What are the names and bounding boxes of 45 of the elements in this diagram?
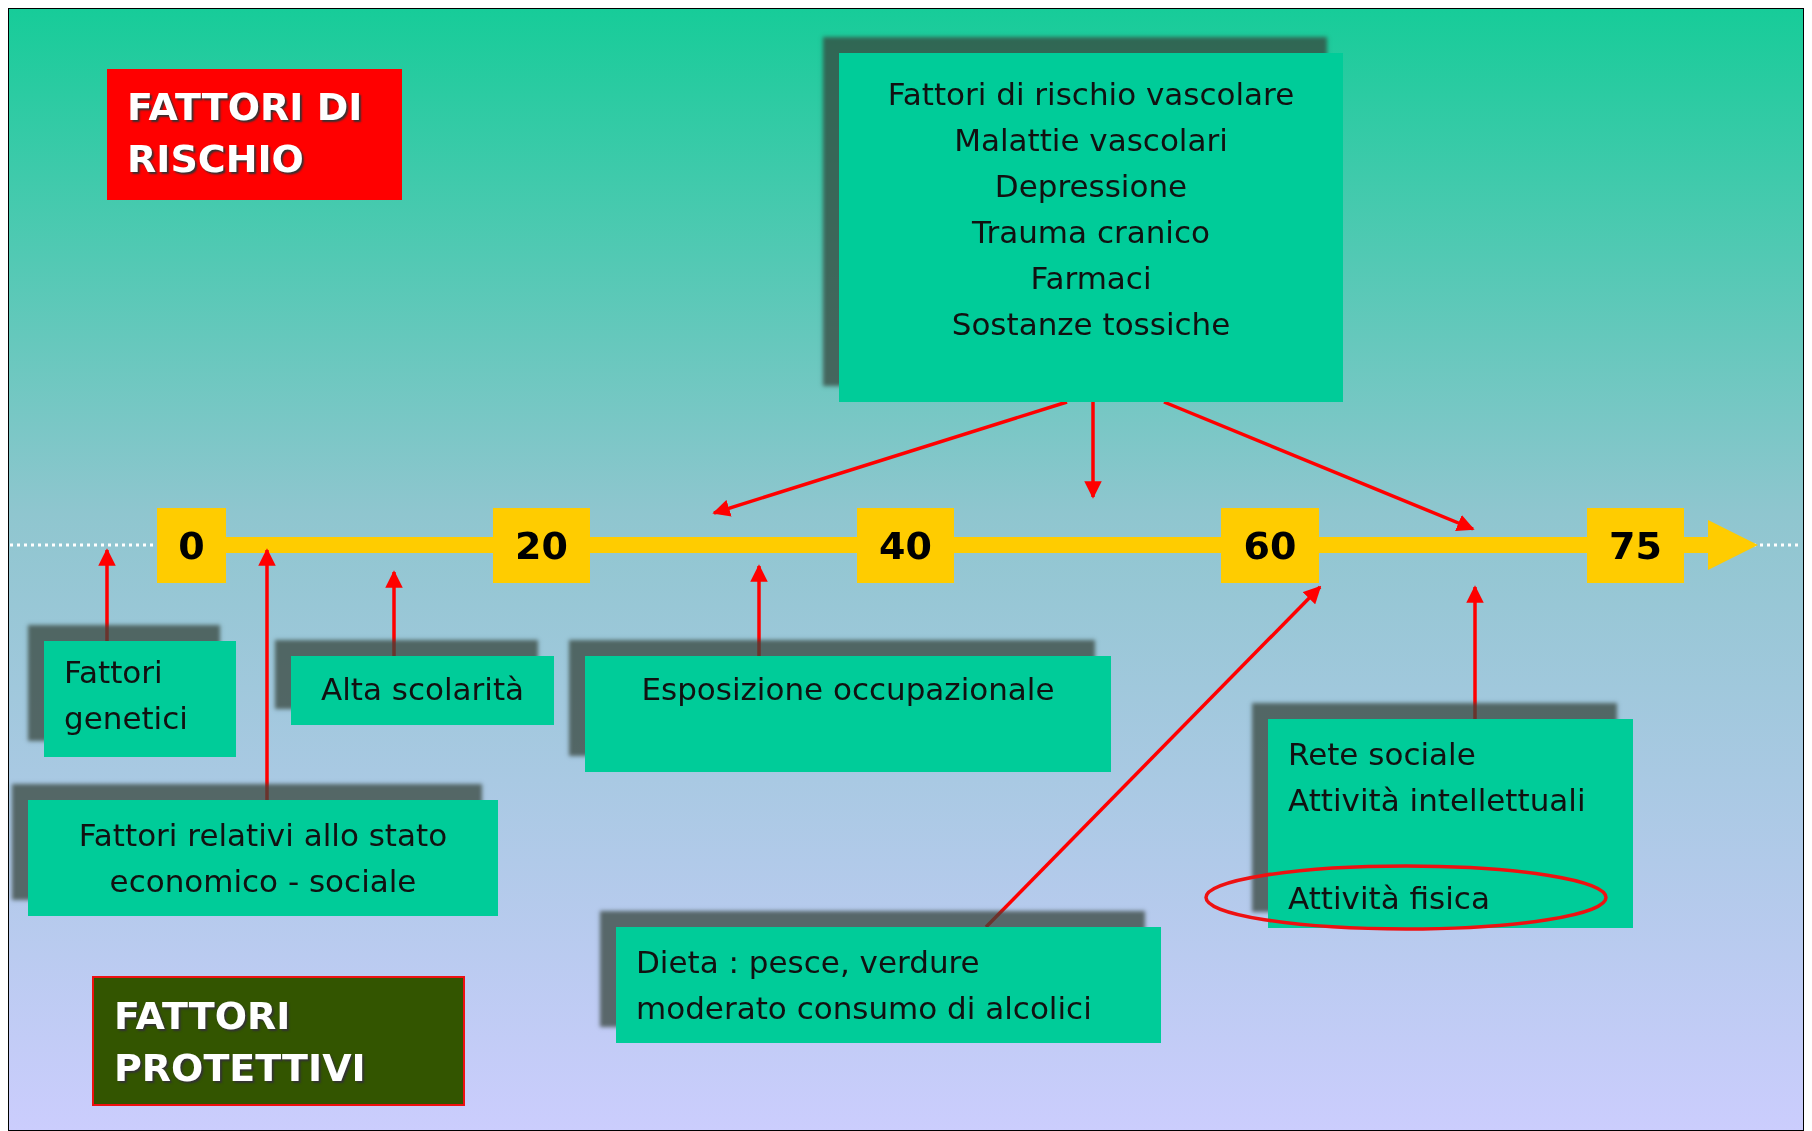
factor-text: Dieta : pesce, verdure moderato consumo di alcolici <box>636 943 1093 1028</box>
highlight-ellipse <box>1204 864 1608 931</box>
arrow <box>1466 585 1484 719</box>
arrow <box>1084 402 1102 499</box>
factor-box <box>585 656 1111 772</box>
factor-text: Depressione <box>993 167 1189 206</box>
factor-box <box>28 800 498 916</box>
age-marker-box <box>493 508 590 583</box>
age-label: 20 <box>515 522 568 569</box>
factor-text: Fattori di rischio vascolare <box>886 75 1296 114</box>
factor-text: Malattie vascolari <box>953 121 1229 160</box>
arrow <box>385 570 403 656</box>
factor-text: Fattori genetici <box>64 653 189 738</box>
risk-heading-box <box>107 69 402 200</box>
factor-box <box>839 53 1343 402</box>
factor-text: Alta scolarità <box>319 670 526 709</box>
arrow <box>258 548 276 800</box>
age-label: 60 <box>1243 522 1297 569</box>
arrow <box>984 585 1322 929</box>
age-marker-box <box>857 508 954 583</box>
factor-text: Farmaci <box>1029 259 1153 298</box>
age-label: 0 <box>178 522 205 569</box>
factor-box <box>44 641 236 757</box>
age-marker-box <box>1221 508 1319 583</box>
factor-text: Trauma cranico <box>971 213 1211 252</box>
protective-heading-box <box>92 976 465 1106</box>
heading-text: FATTORI DI RISCHIO <box>127 84 364 183</box>
factor-text: Attività fisica <box>1288 878 1490 918</box>
factor-box <box>1268 719 1633 928</box>
arrow <box>98 548 116 641</box>
heading-text: FATTORI PROTETTIVI <box>114 993 367 1092</box>
arrow <box>712 400 1068 517</box>
factor-text: Rete sociale <box>1288 735 1477 774</box>
factor-text: Sostanze tossiche <box>950 305 1232 344</box>
age-label: 40 <box>879 522 932 569</box>
factor-text: Fattori relativi allo stato economico - sociale <box>77 816 449 901</box>
factor-box <box>616 927 1161 1043</box>
arrow <box>750 564 768 656</box>
arrow <box>1163 400 1475 532</box>
factor-box <box>291 656 554 725</box>
age-marker-box <box>157 508 226 583</box>
factor-text: Esposizione occupazionale <box>640 670 1056 709</box>
age-marker-box <box>1587 508 1684 583</box>
age-label: 75 <box>1609 522 1662 569</box>
factor-text: Attività intellettuali <box>1288 781 1587 820</box>
